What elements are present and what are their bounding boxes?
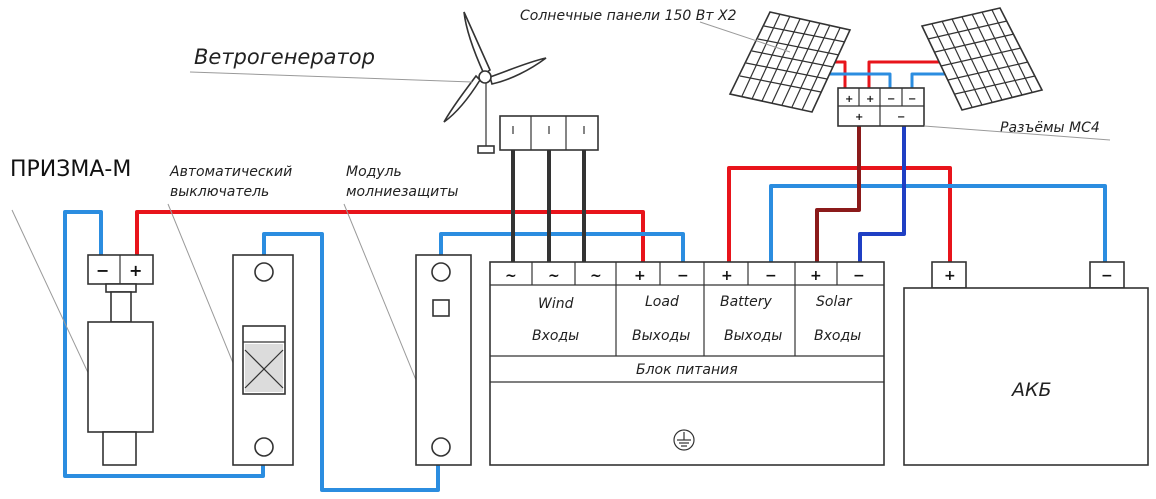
wire-device-negative — [63, 210, 265, 478]
wire-breaker-to-module — [262, 232, 440, 492]
wind-generator-leader — [189, 71, 473, 83]
mc4-minus-2: − — [908, 94, 916, 105]
controller-wind-tilde-3: ~ — [590, 268, 602, 284]
device-minus-symbol: − — [96, 261, 109, 280]
solar-panel-right-grid — [927, 9, 1036, 108]
controller-load-plus: + — [634, 268, 646, 284]
battery-terminal-plus — [931, 261, 967, 289]
mc4-connectors: + + − − + − — [837, 87, 925, 127]
solar-panels — [728, 7, 1044, 113]
controller-battery-minus: − — [765, 268, 777, 284]
connectors-leader — [923, 125, 1111, 141]
controller-wind-tilde-1: ~ — [505, 268, 517, 284]
wire-device-positive — [135, 210, 645, 267]
device-label: ПРИЗМА-М — [10, 157, 131, 182]
prisma-device: − + — [87, 254, 154, 466]
controller-load-title: Load — [645, 294, 679, 310]
wire-solar-positive — [815, 123, 861, 267]
controller-solar-sub: Входы — [814, 328, 861, 344]
controller-wind-sub: Входы — [532, 328, 579, 344]
controller-load-minus: − — [677, 268, 689, 284]
wind-turbine — [443, 11, 547, 154]
controller-battery-sub: Выходы — [724, 328, 782, 344]
mc4-plus-2: + — [866, 94, 874, 105]
device-body — [87, 321, 154, 433]
battery-plus-symbol: + — [944, 268, 956, 284]
wire-solar-negative — [858, 123, 906, 267]
lightning-label-line1: Модуль — [346, 164, 402, 180]
controller-wind-tilde-2: ~ — [548, 268, 560, 284]
controller-battery-plus: + — [721, 268, 733, 284]
connectors-label: Разъёмы МС4 — [1000, 120, 1100, 136]
wind-generator-label: Ветрогенератор — [194, 45, 375, 69]
solar-panel-left — [728, 11, 852, 113]
wire-panel-blue-left — [814, 72, 892, 90]
solar-panels-leader — [699, 21, 791, 53]
wire-battery-negative — [769, 184, 1107, 267]
controller-battery-title: Battery — [720, 294, 773, 310]
controller-wind-title: Wind — [538, 296, 574, 312]
turbine-blade-right — [489, 57, 547, 85]
solar-panels-label: Солнечные панели 150 Вт Х2 — [520, 8, 737, 24]
circuit-breaker — [232, 254, 294, 466]
controller-body — [489, 261, 885, 466]
controller-solar-plus: + — [810, 268, 822, 284]
controller-solar-title: Solar — [816, 294, 853, 310]
turbine-base — [477, 145, 495, 154]
mc4-plus-1: + — [845, 94, 853, 105]
battery-label: АКБ — [1010, 379, 1052, 401]
controller-solar-minus: − — [853, 268, 865, 284]
wire-module-to-load-negative — [439, 232, 685, 267]
turbine-junction-box — [499, 115, 599, 151]
lightning-label-line2: молниезащиты — [346, 184, 458, 200]
wire-panel-blue-right — [910, 72, 947, 90]
controller: ~ ~ ~ + − + − + − Wind Входы Load Выходы… — [489, 261, 885, 466]
turbine-blade-up — [463, 11, 492, 76]
wire-panel-red-right — [867, 60, 947, 90]
lightning-body — [415, 254, 472, 466]
battery-body — [903, 287, 1149, 466]
solar-panel-left-grid — [739, 13, 846, 111]
mc4-minus-out: − — [897, 112, 905, 123]
wire-battery-positive — [727, 166, 952, 267]
turbine-blade-left — [443, 74, 482, 123]
mc4-block — [837, 87, 925, 127]
lightning-module — [415, 254, 472, 466]
mc4-plus-out: + — [855, 112, 863, 123]
mc4-minus-1: − — [887, 94, 895, 105]
turbine-hub — [478, 70, 492, 84]
breaker-label-line1: Автоматический — [169, 164, 292, 180]
controller-load-sub: Выходы — [632, 328, 690, 344]
breaker-label-line2: выключатель — [170, 184, 269, 200]
battery-akb: + − АКБ — [903, 261, 1149, 466]
device-plus-symbol: + — [129, 261, 142, 280]
battery-minus-symbol: − — [1101, 268, 1113, 284]
power-unit-label: Блок питания — [636, 362, 738, 378]
ground-icon — [673, 429, 695, 451]
